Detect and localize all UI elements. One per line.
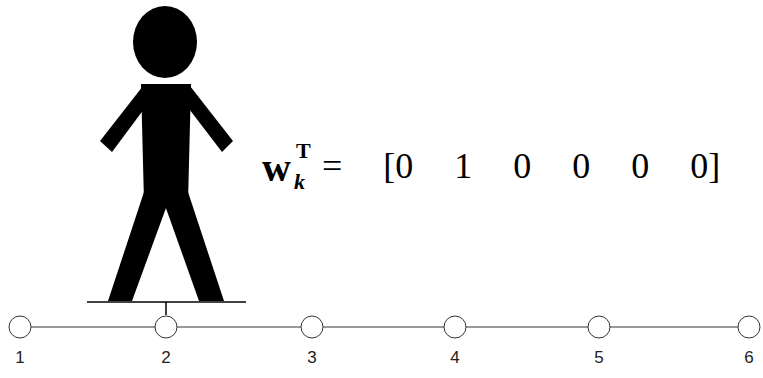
vector-symbol: k: [294, 171, 305, 193]
node-number: 3: [307, 348, 316, 368]
chain-node: 2: [154, 315, 178, 368]
node-number: 1: [15, 348, 24, 368]
node-outline: [154, 315, 178, 339]
chain-link: [610, 327, 738, 328]
figure-arm: [183, 86, 233, 152]
chain-node: 3: [300, 315, 324, 368]
chain-node: 1: [8, 315, 32, 368]
node-circle: [9, 316, 31, 338]
node-outline: [300, 315, 324, 339]
chain-link: [466, 327, 588, 328]
node-number: 4: [450, 348, 459, 368]
chain-node: 4: [443, 315, 467, 368]
node-circle: [588, 316, 610, 338]
node-outline: [587, 315, 611, 339]
node-outline: [443, 315, 467, 339]
chain-link: [31, 327, 155, 328]
chain-node: 6: [737, 315, 761, 368]
vector-value: = [0 1 0 0 0 0]: [322, 148, 720, 184]
chain-node: 5: [587, 315, 611, 368]
node-circle: [444, 316, 466, 338]
chain-link: [177, 327, 301, 328]
node-circle: [155, 316, 177, 338]
figure-head: [133, 6, 197, 78]
node-outline: [737, 315, 761, 339]
vector-symbol: T: [296, 140, 311, 162]
chain-link: [323, 327, 444, 328]
node-outline: [8, 315, 32, 339]
figure-leg: [162, 192, 224, 301]
node-number: 6: [744, 348, 753, 368]
node-number: 5: [594, 348, 603, 368]
platform-stem: [165, 302, 167, 315]
figure-leg: [108, 192, 170, 301]
node-number: 2: [161, 348, 170, 368]
node-circle: [301, 316, 323, 338]
node-circle: [738, 316, 760, 338]
figure-arm: [100, 86, 150, 152]
vector-symbol: w: [262, 148, 291, 188]
